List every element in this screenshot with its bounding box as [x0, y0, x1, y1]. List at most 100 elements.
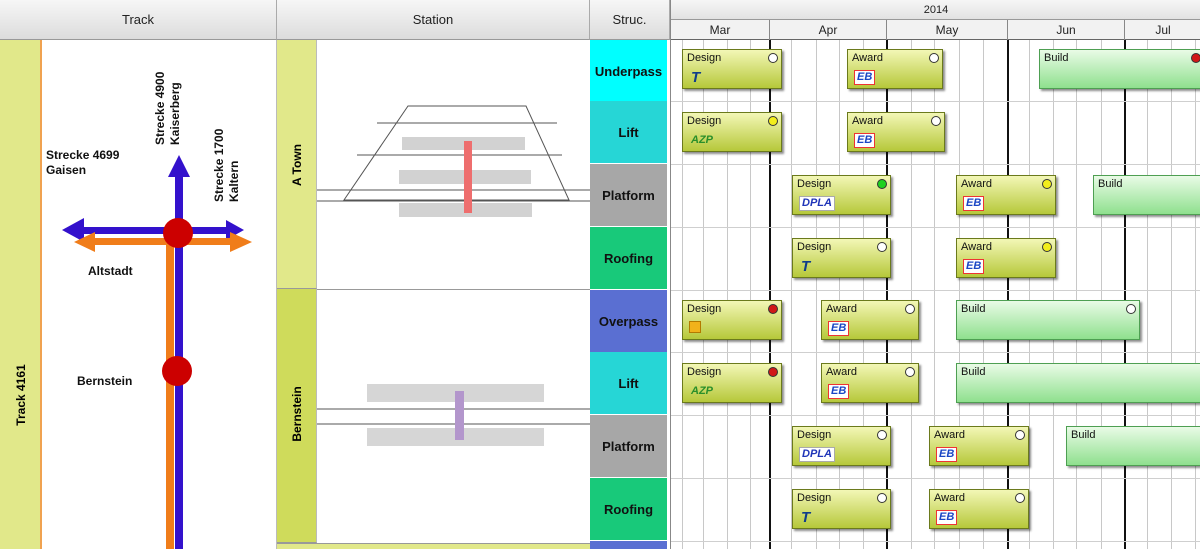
- west-orange-arrow-head: [74, 232, 95, 252]
- structure-cell-overpass[interactable]: Overpass: [590, 290, 667, 353]
- status-dot-white: [768, 53, 778, 63]
- task-bar-build[interactable]: Build: [1039, 49, 1200, 89]
- structure-cell-lift[interactable]: Lift: [590, 352, 667, 415]
- task-title: Build: [961, 366, 986, 378]
- task-title: Design: [797, 241, 832, 253]
- structure-cell-platform[interactable]: Platform: [590, 164, 667, 227]
- station-schematics: [317, 105, 590, 446]
- gantt-row-divider: [671, 541, 1200, 542]
- track-schematic: [62, 155, 252, 549]
- month-jul: Jul: [1124, 20, 1200, 40]
- task-title: Award: [826, 303, 857, 315]
- task-title: Award: [826, 366, 857, 378]
- station-group-bernstein[interactable]: Bernstein: [277, 289, 317, 543]
- task-bar-build[interactable]: Build: [956, 300, 1140, 340]
- status-dot-white: [1015, 430, 1025, 440]
- structure-column-header[interactable]: Struc.: [590, 0, 670, 40]
- track-orange-horizontal: [92, 238, 232, 245]
- structure-cell-roofing[interactable]: Roofing: [590, 227, 667, 290]
- gantt-row-divider: [671, 101, 1200, 102]
- structure-cell-platform[interactable]: Platform: [590, 415, 667, 478]
- station-marker-altstadt: [163, 218, 193, 248]
- gantt-gridline: [816, 40, 817, 549]
- gantt-gridline: [1007, 40, 1009, 549]
- label-strecke-4699: Strecke 4699 Gaisen: [46, 148, 120, 177]
- station-a-town-diagram: [317, 105, 590, 217]
- status-dot-red: [768, 304, 778, 314]
- gantt-gridline: [1101, 40, 1102, 549]
- gantt-row-divider: [671, 164, 1200, 165]
- contractor-logo-icon: EB: [828, 384, 850, 399]
- task-title: Design: [687, 303, 722, 315]
- track-orange-vertical: [166, 238, 174, 549]
- task-title: Award: [961, 241, 992, 253]
- station-group-next: [277, 543, 590, 549]
- gantt-gridline: [791, 40, 792, 549]
- gantt-gridline: [1053, 40, 1054, 549]
- task-title: Build: [961, 303, 986, 315]
- timeline-year: 2014: [671, 0, 1200, 20]
- task-title: Design: [797, 178, 832, 190]
- west-arrow-head: [62, 218, 84, 242]
- structure-cell-lift[interactable]: Lift: [590, 101, 667, 164]
- station-column-header[interactable]: Station: [277, 0, 590, 40]
- gantt-gridline: [839, 40, 840, 549]
- station-group-a-town[interactable]: A Town: [277, 40, 317, 289]
- station-divider: [317, 289, 590, 290]
- contractor-logo-icon: EB: [936, 447, 958, 462]
- station-name-bernstein: Bernstein: [290, 386, 304, 442]
- task-title: Design: [687, 115, 722, 127]
- contractor-logo-icon: EB: [936, 510, 958, 525]
- label-strecke-4900: Strecke 4900 Kaiserberg: [153, 71, 182, 145]
- gantt-gridline: [727, 40, 728, 549]
- task-title: Design: [687, 366, 722, 378]
- track-column-header[interactable]: Track: [0, 0, 277, 40]
- task-bar-build[interactable]: Build: [1093, 175, 1200, 215]
- label-altstadt: Altstadt: [88, 264, 133, 278]
- month-mar: Mar: [709, 23, 731, 37]
- contractor-logo-icon: AZP: [691, 134, 713, 146]
- gantt-gridline: [750, 40, 751, 549]
- structure-cell-next: [590, 541, 667, 549]
- status-dot-red: [768, 367, 778, 377]
- east-orange-arrow-head: [230, 232, 252, 252]
- label-bernstein: Bernstein: [77, 374, 133, 388]
- task-title: Award: [961, 178, 992, 190]
- task-bar-build[interactable]: Build: [956, 363, 1200, 403]
- structure-cell-underpass[interactable]: Underpass: [590, 40, 667, 103]
- contractor-logo-icon: EB: [854, 70, 876, 85]
- month-apr: Apr: [769, 20, 886, 40]
- north-arrow-head: [168, 155, 190, 177]
- structure-cell-roofing[interactable]: Roofing: [590, 478, 667, 541]
- station-name-a-town: A Town: [290, 144, 304, 186]
- gantt-gridline: [703, 40, 704, 549]
- status-dot-yellow: [1042, 179, 1052, 189]
- contractor-logo-icon: [689, 321, 701, 333]
- task-title: Award: [852, 52, 883, 64]
- task-bar-design[interactable]: Design: [682, 300, 782, 340]
- track-group-cell[interactable]: Track 4161: [0, 40, 42, 549]
- gantt-gridline: [983, 40, 984, 549]
- status-dot-red: [1191, 53, 1200, 63]
- gantt-gridline: [959, 40, 960, 549]
- gantt-row-divider: [671, 290, 1200, 291]
- task-bar-build[interactable]: Build: [1066, 426, 1200, 466]
- month-may: May: [886, 20, 1007, 40]
